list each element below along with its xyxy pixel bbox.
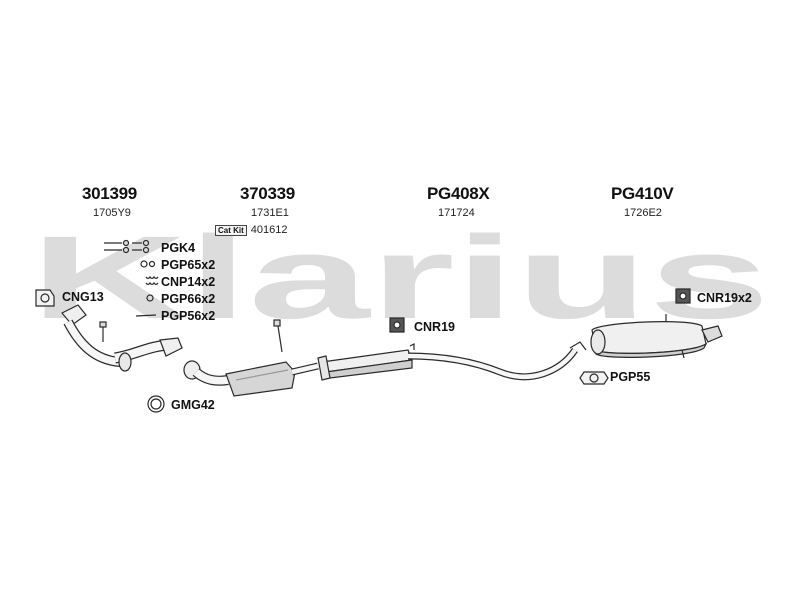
cat-kit-badge: Cat Kit <box>215 224 247 236</box>
gasket-cng13-icon <box>35 289 55 307</box>
clamp-pgp55-icon <box>579 371 609 385</box>
fitting-label-pgk4: PGK4 <box>161 241 196 255</box>
rear-silencer-pg410v <box>569 314 723 359</box>
label-pgp55: PGP55 <box>610 370 651 384</box>
fitting-label-pgp66: PGP66x2 <box>161 292 216 306</box>
cat-kit-row: Cat Kit 401612 <box>215 224 288 236</box>
rubber-mount-cnr19-icon <box>389 317 405 333</box>
label-cnr19x2: CNR19x2 <box>697 291 752 305</box>
catalytic-converter-370339 <box>183 319 319 397</box>
part-number-2: 370339 <box>240 184 295 203</box>
part-number-3: PG408X <box>427 184 490 203</box>
part-sub-4: 1726E2 <box>624 207 662 219</box>
part-sub-1: 1705Y9 <box>93 207 131 219</box>
fitting-label-pgp65: PGP65x2 <box>161 258 216 272</box>
label-cng13: CNG13 <box>62 290 104 304</box>
fitting-label-pgp56: PGP56x2 <box>161 309 216 323</box>
part-sub-3: 171724 <box>438 207 475 219</box>
fitting-label-cnp14: CNP14x2 <box>161 275 216 289</box>
washer-icon <box>146 294 154 302</box>
part-sub-2: 1731E1 <box>251 207 289 219</box>
gasket-gmg42-icon <box>147 395 165 413</box>
stud-icon <box>135 314 157 317</box>
cat-kit-number: 401612 <box>250 224 288 236</box>
spring-icon <box>145 275 159 286</box>
centre-silencer-pg408x <box>317 343 578 381</box>
rubber-mount-cnr19x2-icon <box>675 288 691 304</box>
washers-icon <box>140 260 156 268</box>
part-number-1: 301399 <box>82 184 137 203</box>
label-cnr19: CNR19 <box>414 320 455 334</box>
label-gmg42: GMG42 <box>171 398 215 412</box>
front-pipe-301399 <box>61 304 183 372</box>
part-number-4: PG410V <box>611 184 674 203</box>
bolts-icon <box>104 239 150 254</box>
